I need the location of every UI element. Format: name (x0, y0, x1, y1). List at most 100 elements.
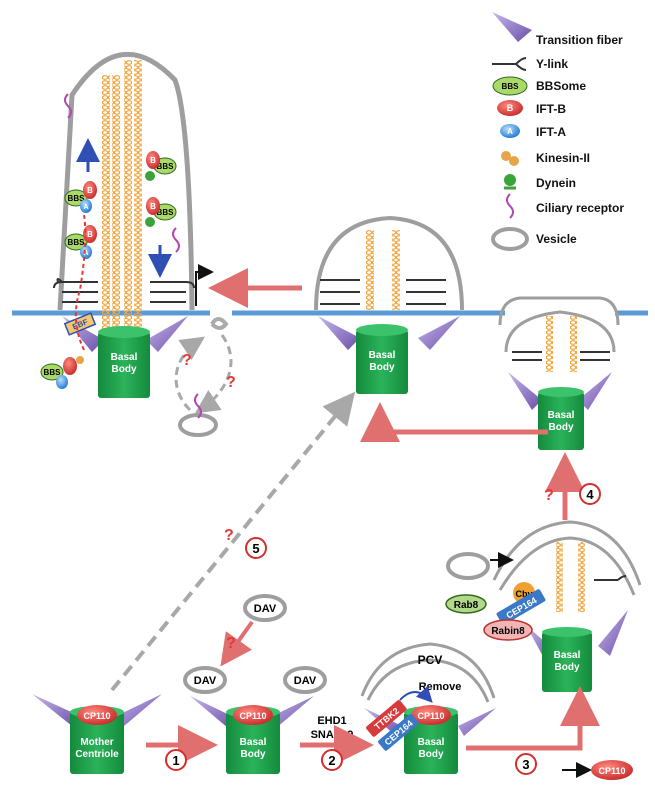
transition-fiber-icon (116, 694, 162, 726)
svg-text:Basal: Basal (418, 737, 445, 748)
transition-fiber-icon (492, 12, 532, 42)
svg-text:BBS: BBS (68, 194, 86, 203)
svg-text:Body: Body (370, 362, 395, 373)
svg-text:BBS: BBS (44, 368, 62, 377)
basal-body (538, 392, 584, 450)
step-4-badge: 4 (579, 483, 601, 505)
svg-text:Body: Body (549, 422, 574, 433)
dav-vesicle: DAV (283, 666, 327, 694)
mother-centriole: CP110 Mother Centriole (32, 694, 162, 774)
rabin8-badge: Rabin8 (483, 619, 533, 641)
transition-fiber-icon (32, 694, 80, 726)
svg-text:Basal: Basal (554, 650, 581, 661)
svg-text:Y-link: Y-link (536, 57, 568, 71)
svg-text:Vesicle: Vesicle (536, 232, 577, 246)
transition-fiber-icon (598, 610, 628, 656)
svg-text:?: ? (226, 374, 236, 391)
svg-text:DAV: DAV (194, 675, 217, 687)
transition-zone-stage: Basal Body (314, 215, 464, 394)
transition-fiber-icon (508, 372, 542, 410)
ift-a-icon: A (500, 124, 520, 138)
svg-text:Kinesin-II: Kinesin-II (536, 151, 590, 165)
svg-text:?: ? (182, 352, 192, 369)
svg-text:?: ? (226, 635, 236, 652)
kinesin-icon (501, 151, 519, 166)
step-3-arrow (466, 686, 600, 751)
receptor-insert-arrow (195, 264, 214, 306)
transition-fiber-icon (578, 372, 612, 410)
dav-vesicle: DAV (243, 594, 287, 622)
ift-train-retrograde: BBS B (145, 197, 177, 227)
svg-text:4: 4 (586, 487, 594, 502)
svg-text:2: 2 (328, 753, 335, 768)
svg-text:IFT-A: IFT-A (536, 125, 566, 139)
basal-body (98, 332, 150, 398)
svg-text:BBS: BBS (68, 238, 86, 247)
dynein-icon (504, 174, 516, 190)
svg-text:B: B (507, 103, 514, 113)
svg-text:B: B (87, 186, 93, 195)
ift-train-anterograde: BBS B A (64, 181, 97, 213)
svg-text:CP110: CP110 (239, 711, 266, 721)
axoneme-microtubule (112, 75, 120, 335)
pcv-stage: PCV Remove CP110 Basal Body TTBK2 CEP164 (360, 642, 496, 774)
svg-text:BBS: BBS (157, 208, 175, 217)
svg-text:Rab8: Rab8 (454, 600, 479, 611)
mature-cilium: BBS B A BBS B A BBS B BBS B (40, 51, 236, 437)
basal-body (356, 330, 408, 394)
svg-text:3: 3 (522, 757, 529, 772)
svg-text:DAV: DAV (294, 675, 317, 687)
transition-fiber-icon (318, 316, 360, 350)
legend: Transition fiber Y-link BBS BBSome B IFT… (491, 12, 624, 251)
cp110-badge: CP110 (77, 705, 117, 725)
svg-text:BBS: BBS (157, 162, 175, 171)
entry-path (74, 214, 87, 351)
svg-text:Cby: Cby (515, 589, 532, 599)
svg-text:Basal: Basal (548, 410, 575, 421)
svg-text:Body: Body (112, 364, 137, 375)
basal-body (404, 712, 458, 774)
svg-text:1: 1 (172, 753, 179, 768)
ciliary-receptor-icon (506, 193, 514, 219)
svg-text:Body: Body (419, 749, 444, 760)
ift-train-retrograde: BBS B (145, 151, 177, 181)
axoneme-microtubule (124, 60, 132, 335)
step-5-arrow (110, 391, 356, 692)
svg-text:CP110: CP110 (83, 711, 110, 721)
svg-text:DAV: DAV (254, 603, 277, 615)
basal-body (542, 632, 592, 692)
svg-text:Centriole: Centriole (75, 749, 119, 760)
ciliary-receptor-icon (64, 93, 72, 119)
cp110-badge: CP110 (233, 705, 273, 725)
vesicle-icon (178, 413, 218, 437)
svg-text:Basal: Basal (111, 352, 138, 363)
dav-vesicle: DAV (183, 666, 227, 694)
svg-text:A: A (83, 204, 88, 211)
vesicle-icon (491, 227, 529, 251)
transition-fiber-icon (458, 708, 496, 736)
svg-text:IFT-B: IFT-B (536, 102, 566, 116)
svg-text:A: A (83, 250, 88, 257)
svg-text:BBSome: BBSome (536, 79, 586, 93)
transition-fiber-icon (190, 696, 236, 728)
rab8-badge: Rab8 (445, 594, 487, 614)
ift-train-entering: BBS (40, 356, 84, 389)
svg-text:?: ? (544, 487, 554, 504)
svg-text:Basal: Basal (240, 737, 267, 748)
vesicle-icon (446, 552, 490, 580)
svg-text:SNAP29: SNAP29 (311, 729, 354, 741)
svg-text:Body: Body (555, 662, 580, 673)
step-5-badge: 5 (245, 537, 267, 559)
svg-text:CP110: CP110 (417, 711, 444, 721)
step-3-badge: 3 (515, 753, 537, 775)
svg-text:A: A (507, 127, 513, 136)
svg-text:Dynein: Dynein (536, 176, 576, 190)
bbsome-icon: BBS (492, 76, 528, 96)
y-link-icon (492, 57, 527, 71)
transition-fiber-icon (418, 316, 460, 350)
cp110-released-badge: CP110 (591, 760, 633, 780)
basal-body (226, 712, 280, 774)
svg-text:Transition fiber: Transition fiber (536, 33, 623, 47)
